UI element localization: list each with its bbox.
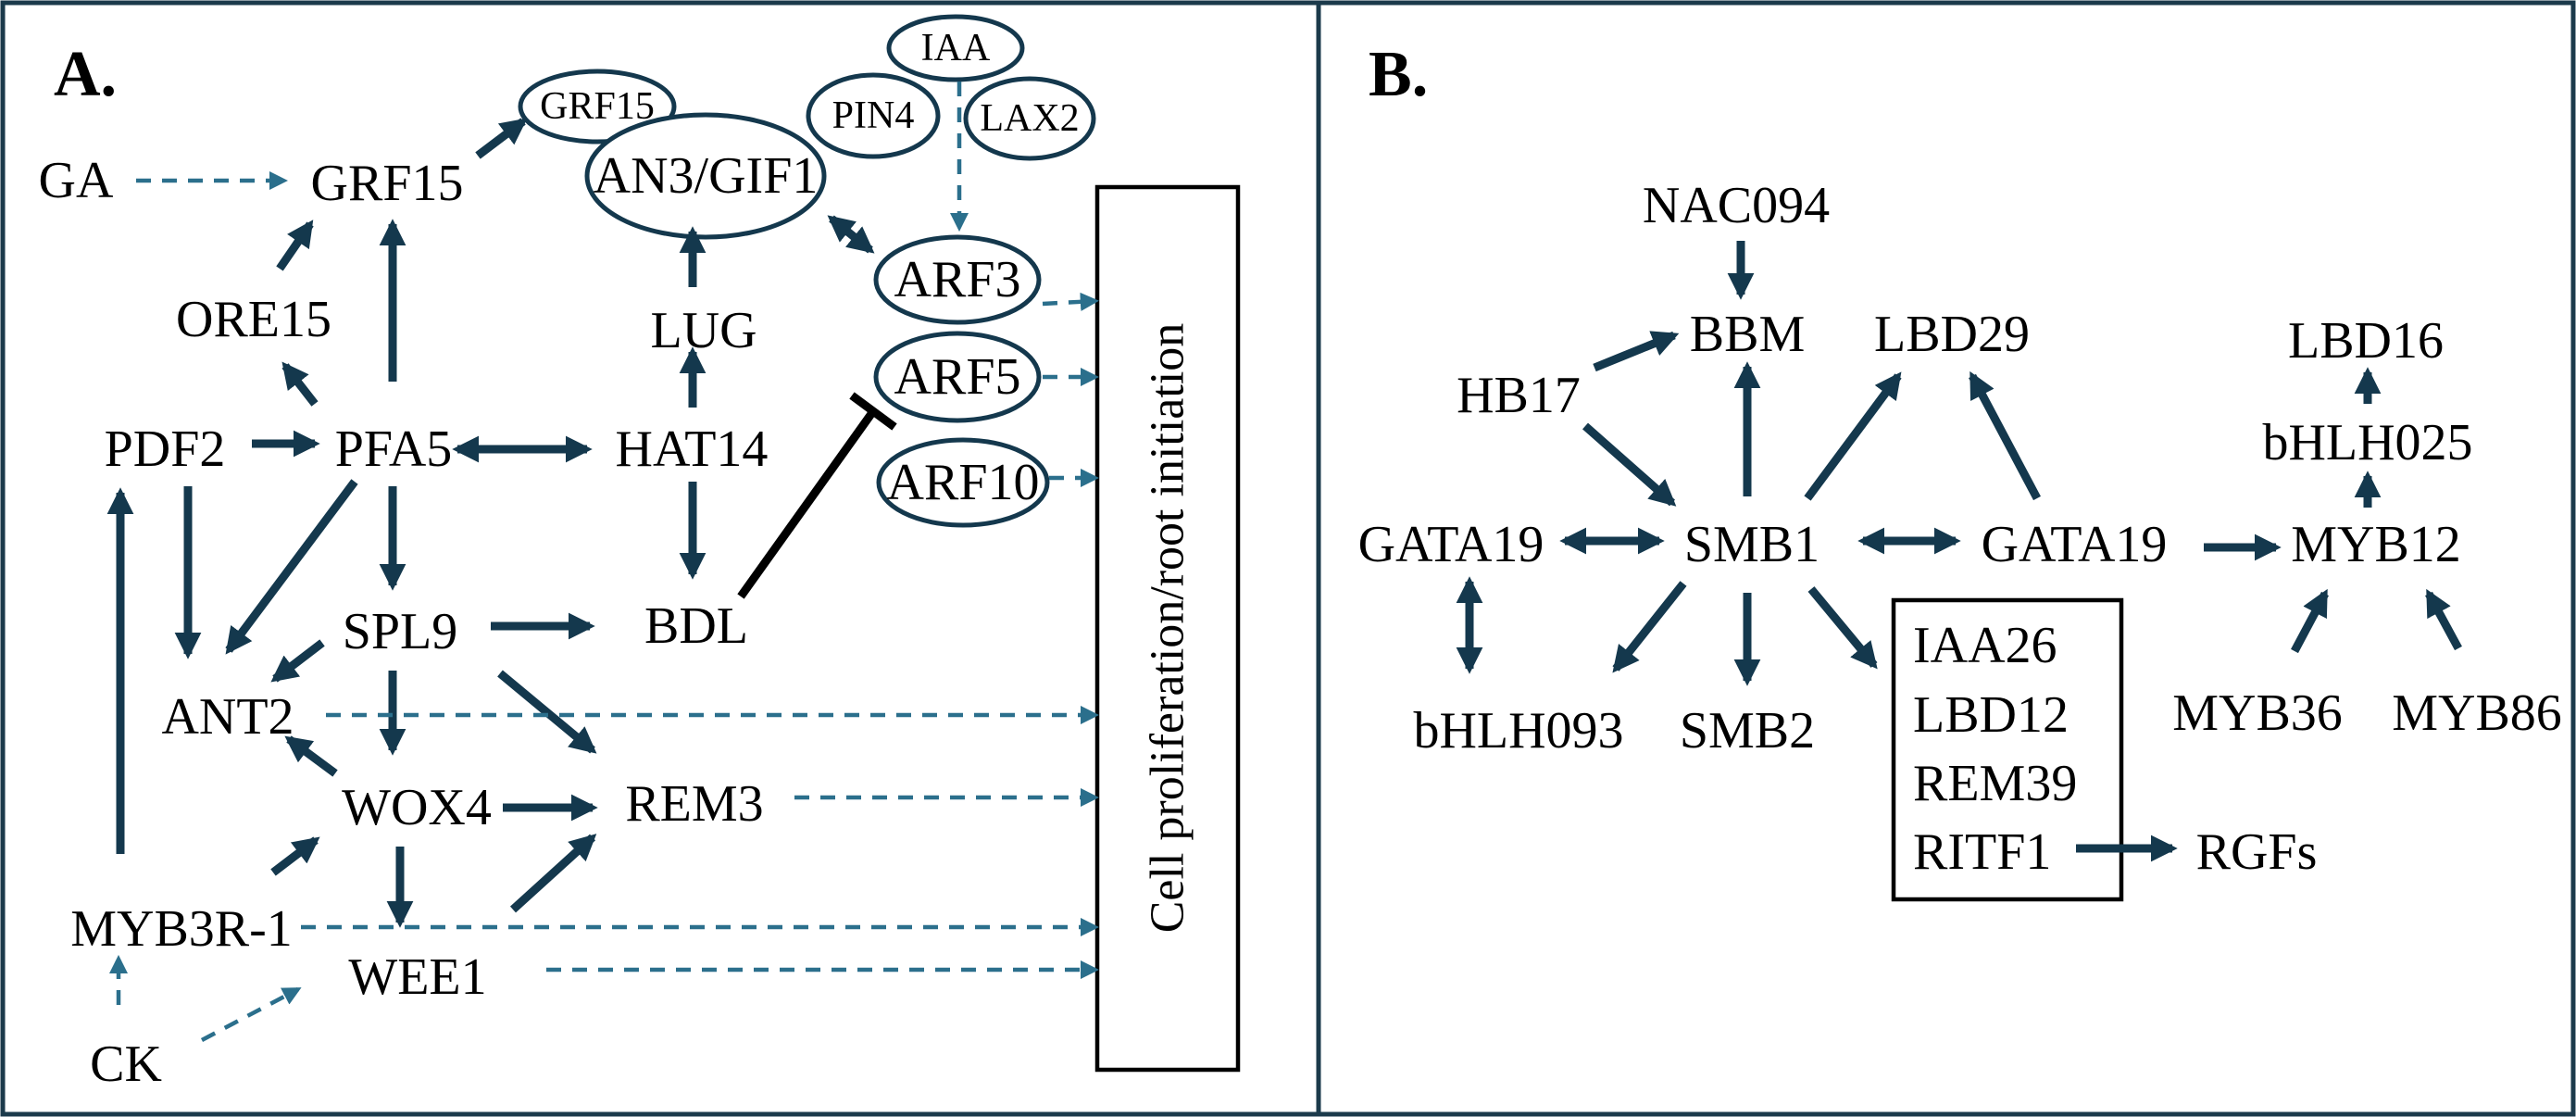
panel-b-frame [1316, 0, 2576, 1117]
node-wox4: WOX4 [342, 779, 492, 836]
node-gata19-right: GATA19 [1982, 516, 2168, 573]
edge-wee1-to-rem3 [509, 834, 597, 913]
edge-smb1-to-bhlh093 [1612, 581, 1687, 673]
node-rgfs: RGFs [2196, 823, 2318, 881]
node-arf10: ARF10 [887, 454, 1040, 511]
node-smb2: SMB2 [1680, 702, 1815, 759]
edge-arf3-to-output [1042, 292, 1100, 311]
node-myb12: MYB12 [2291, 516, 2461, 573]
node-arf3: ARF3 [894, 251, 1021, 308]
node-gata19-left: GATA19 [1358, 516, 1544, 573]
edge-myb86-to-myb12 [2425, 588, 2462, 651]
edge-pfa5-to-ore15 [281, 361, 319, 407]
node-myb3r1: MYB3R-1 [70, 900, 293, 958]
node-bhlh093: bHLH093 [1413, 702, 1623, 759]
box-gene-lbd12: LBD12 [1913, 686, 2069, 744]
arf5-oval [873, 331, 1042, 423]
panel-a: A. Cell proliferation/root initiation [39, 14, 1241, 1093]
edge-ore15-to-grf15 [276, 220, 314, 271]
output-box [1094, 184, 1241, 1073]
edge-myb3r1-to-wox4 [270, 836, 320, 876]
node-ga: GA [39, 152, 114, 209]
node-nac094: NAC094 [1643, 177, 1830, 234]
node-pin4: PIN4 [832, 94, 915, 137]
node-lug: LUG [650, 302, 757, 359]
panel-a-letter: A. [54, 39, 117, 110]
box-gene-ritf1: RITF1 [1913, 823, 2051, 881]
node-lbd16: LBD16 [2288, 312, 2444, 370]
edge-ck-to-wee1 [200, 987, 302, 1042]
box-gene-iaa26: IAA26 [1913, 617, 2057, 674]
node-lbd29: LBD29 [1874, 306, 2030, 363]
edge-gata19r-to-lbd29 [1969, 370, 2041, 501]
edge-wox4-to-ant2 [284, 735, 338, 777]
node-grf15: GRF15 [311, 155, 464, 212]
edge-smb1-to-lbd29 [1804, 371, 1902, 501]
edge-hb17-to-bbm [1593, 331, 1680, 372]
node-hat14: HAT14 [616, 420, 769, 478]
edge-spl9-to-ant2 [270, 639, 325, 683]
node-hb17: HB17 [1457, 367, 1581, 424]
node-pdf2: PDF2 [105, 420, 226, 478]
edge-myb36-to-myb12 [2291, 588, 2329, 654]
node-myb86: MYB86 [2392, 684, 2562, 742]
panel-b-letter: B. [1369, 39, 1428, 110]
pin4-oval [806, 72, 941, 159]
edge-smb1-to-box [1807, 586, 1878, 670]
edge-spl9-to-rem3 [497, 670, 597, 754]
node-arf5: ARF5 [894, 348, 1021, 406]
node-wee1: WEE1 [348, 948, 486, 1006]
iaa-oval [886, 14, 1025, 82]
arf10-oval [876, 437, 1050, 528]
edge-grf15-to-grf15-oval [475, 118, 528, 159]
node-bhlh025: bHLH025 [2262, 414, 2472, 471]
node-lax2: LAX2 [980, 97, 1079, 140]
node-rem3: REM3 [625, 775, 763, 833]
edge-pfa5-to-ant2 [225, 479, 358, 655]
output-box-label: Cell proliferation/root initiation [1142, 323, 1194, 934]
box-gene-rem39: REM39 [1913, 755, 2077, 812]
node-pfa5: PFA5 [335, 420, 453, 478]
node-ore15: ORE15 [176, 291, 331, 348]
edge-hb17-to-smb1 [1582, 422, 1677, 507]
edge-bdl-inhibits-arf5 [737, 408, 877, 599]
panel-b: B. NAC094 BBM LBD29 LBD16 HB17 bHLH025 G… [1358, 39, 2562, 902]
lax2-oval [963, 76, 1096, 161]
node-myb36: MYB36 [2172, 684, 2343, 742]
node-iaa: IAA [921, 27, 991, 69]
node-smb1: SMB1 [1684, 516, 1819, 573]
node-bbm: BBM [1690, 306, 1806, 363]
node-an3-gif1: AN3/GIF1 [594, 147, 819, 205]
node-bdl: BDL [644, 597, 748, 655]
target-gene-box [1891, 597, 2124, 902]
node-grf15-oval-label: GRF15 [540, 85, 655, 128]
node-ant2: ANT2 [161, 688, 294, 746]
edge-bdl-inhibits-arf5-bar [849, 392, 897, 431]
edge-an3-arf3 [827, 215, 875, 254]
node-spl9: SPL9 [343, 603, 458, 660]
arf3-oval [873, 234, 1042, 325]
node-ck: CK [90, 1035, 162, 1093]
